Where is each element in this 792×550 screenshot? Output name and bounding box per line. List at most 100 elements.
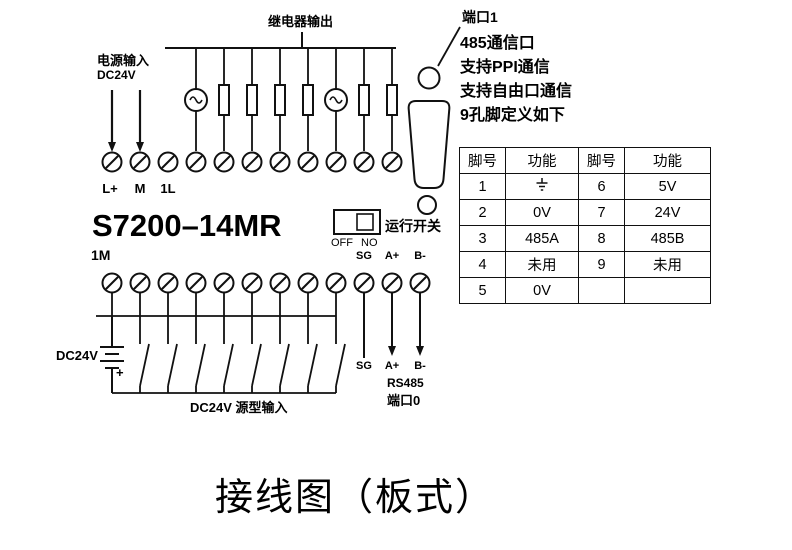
terminal-label-1l: 1L [160, 181, 176, 196]
input-wiring [96, 293, 346, 394]
terminal-screw [353, 272, 375, 294]
pin-cell: 5 [459, 277, 506, 304]
pin-cell: 2 [459, 199, 506, 226]
pin-cell: 9 [578, 251, 625, 278]
power-input-arrows [108, 90, 144, 152]
terminal-screw [297, 151, 319, 173]
terminal-screw [297, 272, 319, 294]
diagram-caption: 接线图（板式） [214, 477, 495, 519]
pin-table-header: 脚号 [578, 147, 625, 174]
freeport-support-line: 支持自由口通信 [460, 83, 573, 100]
pin-cell: 6 [578, 173, 625, 200]
pin-cell: 8 [578, 225, 625, 252]
load-resistor [386, 84, 398, 116]
sg-label-top: SG [356, 250, 372, 262]
pin-cell: 5V [624, 173, 711, 200]
relay-load-components [184, 84, 398, 116]
pin-cell: 0V [505, 277, 579, 304]
pin-cell: 4 [459, 251, 506, 278]
terminal-screw [325, 151, 347, 173]
pin-definition-intro-line: 9孔脚定义如下 [460, 107, 565, 124]
terminal-screw [269, 151, 291, 173]
pin-table-row: 5 0V [459, 277, 711, 304]
a-plus-label-top: A+ [384, 250, 400, 262]
terminal-screw [129, 272, 151, 294]
pin-table-header: 功能 [624, 147, 711, 174]
input-type-label: DC24V 源型输入 [190, 400, 288, 415]
terminal-screw [101, 151, 123, 173]
load-resistor [218, 84, 230, 116]
pin-table-row: 2 0V 7 24V [459, 199, 711, 226]
pin-cell [578, 277, 625, 304]
pin-table-header-row: 脚号 功能 脚号 功能 [459, 147, 711, 174]
pin-cell: 未用 [505, 251, 579, 278]
rs485-label: RS485 [387, 376, 424, 390]
relay-output-label: 继电器输出 [268, 14, 334, 29]
ppi-support-line: 支持PPI通信 [460, 59, 550, 76]
terminal-screw [213, 272, 235, 294]
terminal-label-1m: 1M [91, 247, 111, 263]
pin-cell: 0V [505, 199, 579, 226]
terminal-screw [213, 151, 235, 173]
a-plus-label-bottom: A+ [384, 360, 400, 372]
terminal-screw [353, 151, 375, 173]
pin-table-header: 脚号 [459, 147, 506, 174]
pin-table-row: 3 485A 8 485B [459, 225, 711, 252]
terminal-screw [241, 151, 263, 173]
run-switch-label: 运行开关 [385, 218, 441, 234]
pin-cell: 3 [459, 225, 506, 252]
b-minus-label-top: B- [414, 250, 426, 262]
pin-table-header: 功能 [505, 147, 579, 174]
rs485-port-wires [363, 293, 424, 358]
terminal-screw [241, 272, 263, 294]
pin-definition-table: 脚号 功能 脚号 功能 1 6 5V 2 0V 7 24V [459, 147, 711, 304]
port1-leader-line [437, 26, 461, 67]
pin-cell: 485A [505, 225, 579, 252]
load-resistor [246, 84, 258, 116]
terminal-label-m: M [134, 181, 146, 196]
db9-bottom-screw [417, 195, 437, 215]
pin-cell: 未用 [624, 251, 711, 278]
battery-plus-sign: + [116, 365, 124, 380]
sg-label-bottom: SG [356, 360, 372, 372]
pin-cell-ground [505, 173, 579, 200]
power-input-label-line1: 电源输入 [97, 53, 150, 68]
pin-cell [624, 277, 711, 304]
terminal-screw [185, 272, 207, 294]
terminal-screw [129, 151, 151, 173]
plc-model-label: S7200–14MR [92, 208, 282, 243]
load-resistor [302, 84, 314, 116]
db9-body [407, 100, 451, 189]
port0-label: 端口0 [387, 393, 421, 408]
terminal-screw [157, 272, 179, 294]
terminal-screw [409, 272, 431, 294]
pin-cell: 485B [624, 225, 711, 252]
port1-label: 端口1 [462, 9, 498, 25]
pin-table-row: 4 未用 9 未用 [459, 251, 711, 278]
terminal-row-bottom [101, 272, 431, 294]
rs485-port-line: 485通信口 [460, 35, 535, 52]
terminal-label-lplus: L+ [102, 181, 118, 196]
switch-off-label: OFF [331, 237, 353, 249]
terminal-row-top [101, 151, 403, 173]
run-switch-symbol [333, 209, 381, 235]
switch-no-label: NO [361, 237, 378, 249]
db9-connector [407, 66, 451, 215]
earth-ground-icon [536, 178, 548, 191]
terminal-screw [381, 151, 403, 173]
relay-load-wires [195, 48, 393, 151]
load-resistor [274, 84, 286, 116]
terminal-screw [269, 272, 291, 294]
power-input-label-line2: DC24V [97, 68, 136, 82]
terminal-screw [381, 272, 403, 294]
db9-top-screw [417, 66, 441, 90]
pin-cell: 24V [624, 199, 711, 226]
terminal-screw [325, 272, 347, 294]
ac-source-symbol [184, 88, 208, 112]
ac-source-symbol [324, 88, 348, 112]
load-resistor [358, 84, 370, 116]
dc24v-source-label: DC24V [56, 348, 98, 363]
battery-symbol [100, 316, 124, 393]
